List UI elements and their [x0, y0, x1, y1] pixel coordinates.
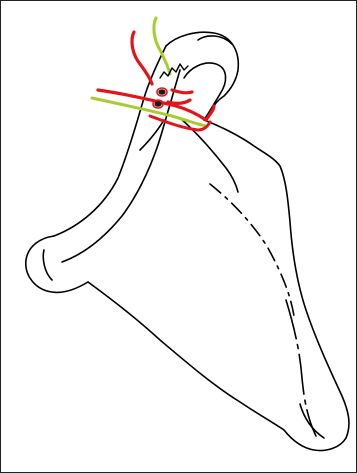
glenoid-inner: [43, 250, 52, 280]
medial-inner-line: [286, 300, 316, 436]
lateral-border: [88, 282, 284, 430]
bone-outline: [26, 32, 349, 450]
screw-hole-lower: [154, 101, 161, 107]
lower-inner-curve: [300, 404, 324, 438]
fracture-edge: [160, 64, 188, 78]
glenoid-knob: [26, 236, 88, 292]
red-line-top: [132, 32, 152, 84]
spine-lower-edge: [62, 70, 180, 262]
acromion-inner-outline: [198, 36, 232, 44]
inner-ridge-dashed: [210, 184, 294, 316]
screw-hole-upper: [158, 89, 165, 95]
red-fracture-upper: [172, 90, 192, 93]
screw-holes: [153, 88, 167, 108]
